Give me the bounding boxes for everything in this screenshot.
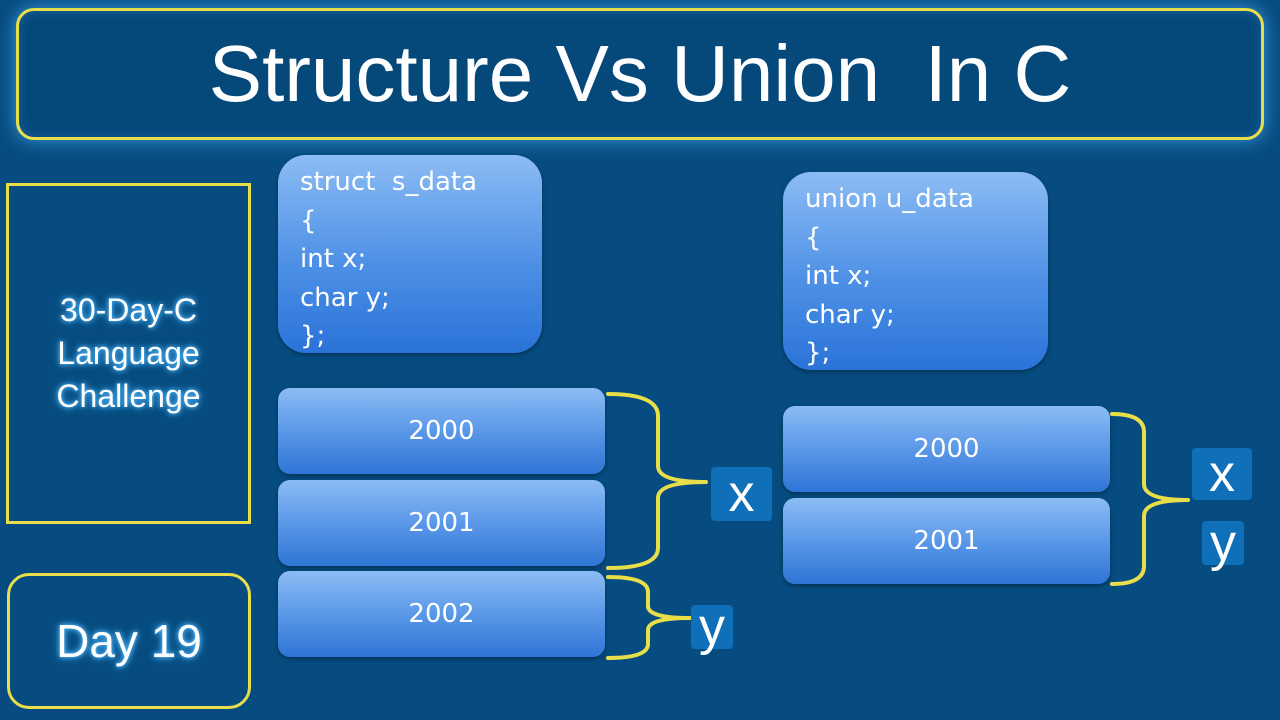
union-memory-cell: 2000 — [783, 406, 1110, 492]
challenge-line-1: 30-Day-C — [60, 292, 197, 328]
struct-memory-cell: 2000 — [278, 388, 605, 474]
struct-code-line: int x; — [300, 244, 367, 274]
struct-x-tag: x — [711, 465, 772, 523]
page-title: Structure Vs Union In C — [208, 29, 1072, 118]
union-x-tag: x — [1192, 445, 1252, 503]
day-label: Day 19 — [56, 615, 202, 667]
struct-memory-cell: 2001 — [278, 480, 605, 566]
challenge-line-3: Challenge — [56, 378, 201, 414]
union-memory-cell: 2001 — [783, 498, 1110, 584]
struct-y-tag: y — [691, 598, 733, 656]
struct-code-line: }; — [300, 321, 326, 351]
struct-code-line: struct s_data — [300, 167, 478, 197]
union-xy-bracket — [1110, 412, 1190, 586]
union-code-line: char y; — [805, 299, 895, 330]
union-y-tag: y — [1202, 514, 1244, 572]
union-code-line: int x; — [805, 261, 872, 291]
struct-code-line: { — [300, 205, 317, 236]
struct-code-block: struct s_data { int x; char y; }; — [278, 155, 542, 353]
struct-memory-cell: 2002 — [278, 571, 605, 657]
title-banner: Structure Vs Union In C — [16, 8, 1264, 140]
challenge-label-box: 30-Day-C Language Challenge — [6, 183, 251, 524]
struct-x-bracket — [606, 392, 708, 570]
challenge-line-2: Language — [57, 335, 200, 371]
union-code-line: union u_data — [805, 184, 974, 214]
union-code-line: { — [805, 222, 822, 253]
struct-code-line: char y; — [300, 282, 390, 313]
union-code-block: union u_data { int x; char y; }; — [783, 172, 1048, 370]
union-code-line: }; — [805, 338, 831, 368]
struct-y-bracket — [606, 575, 692, 660]
day-label-box: Day 19 — [7, 573, 251, 709]
